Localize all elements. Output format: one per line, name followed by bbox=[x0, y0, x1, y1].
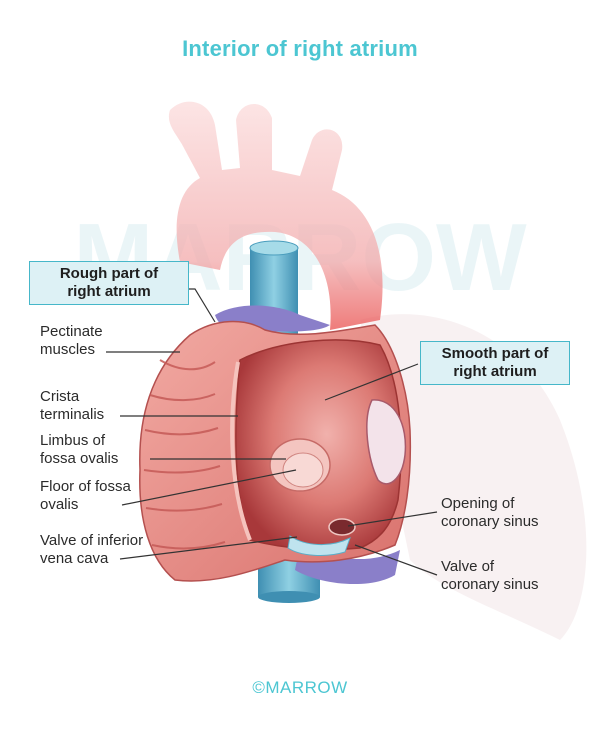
ivc-valve bbox=[287, 535, 351, 556]
label-floor-line-1: Floor of fossa bbox=[40, 478, 131, 495]
label-valve-cs-line-1: Valve of bbox=[441, 558, 495, 575]
tricuspid-window bbox=[366, 399, 407, 485]
label-valve-inferior-vena-cava: Valve of inferior vena cava bbox=[40, 532, 143, 568]
crista-edge bbox=[230, 361, 252, 541]
fossa-ovalis bbox=[269, 438, 331, 492]
smooth-part-line-2: right atrium bbox=[453, 363, 537, 380]
footer-brand: ©MARROW bbox=[252, 678, 348, 697]
smooth-part-label-box: Smooth part of right atrium bbox=[420, 341, 570, 385]
label-crista-terminalis: Crista terminalis bbox=[40, 388, 104, 424]
rough-part-line-1: Rough part of bbox=[59, 265, 159, 282]
label-limbus-line-2: fossa ovalis bbox=[40, 450, 119, 467]
label-pectinate-line-2: muscles bbox=[40, 341, 96, 358]
label-opening-cs-line-2: coronary sinus bbox=[441, 513, 539, 530]
label-limbus-fossa-ovalis: Limbus of fossa ovalis bbox=[40, 432, 118, 468]
label-crista-line-2: terminalis bbox=[40, 406, 105, 423]
label-pectinate-line-1: Pectinate bbox=[40, 323, 103, 340]
rough-part-label-box: Rough part of right atrium bbox=[29, 261, 189, 305]
label-valve-cs-line-2: coronary sinus bbox=[441, 576, 539, 593]
label-opening-coronary-sinus: Opening of coronary sinus bbox=[441, 495, 539, 531]
smooth-part-line-1: Smooth part of bbox=[441, 345, 549, 362]
label-opening-cs-line-1: Opening of bbox=[441, 495, 515, 512]
label-crista-line-1: Crista bbox=[40, 388, 80, 405]
rough-part-line-2: right atrium bbox=[67, 283, 151, 300]
label-floor-fossa-ovalis: Floor of fossa ovalis bbox=[40, 478, 131, 514]
label-valve-ivc-line-2: vena cava bbox=[40, 550, 109, 567]
leader-lines bbox=[106, 288, 438, 576]
diagram-title: Interior of right atrium bbox=[182, 36, 418, 61]
coronary-sinus-opening bbox=[328, 518, 356, 536]
label-floor-line-2: ovalis bbox=[40, 496, 79, 513]
label-valve-ivc-line-1: Valve of inferior bbox=[40, 532, 144, 549]
label-limbus-line-1: Limbus of bbox=[40, 432, 106, 449]
pectinate-ridges bbox=[143, 359, 226, 550]
label-valve-coronary-sinus: Valve of coronary sinus bbox=[441, 558, 539, 594]
label-pectinate-muscles: Pectinate muscles bbox=[40, 323, 103, 359]
aortic-arch bbox=[168, 101, 383, 330]
background-heart bbox=[360, 314, 587, 640]
